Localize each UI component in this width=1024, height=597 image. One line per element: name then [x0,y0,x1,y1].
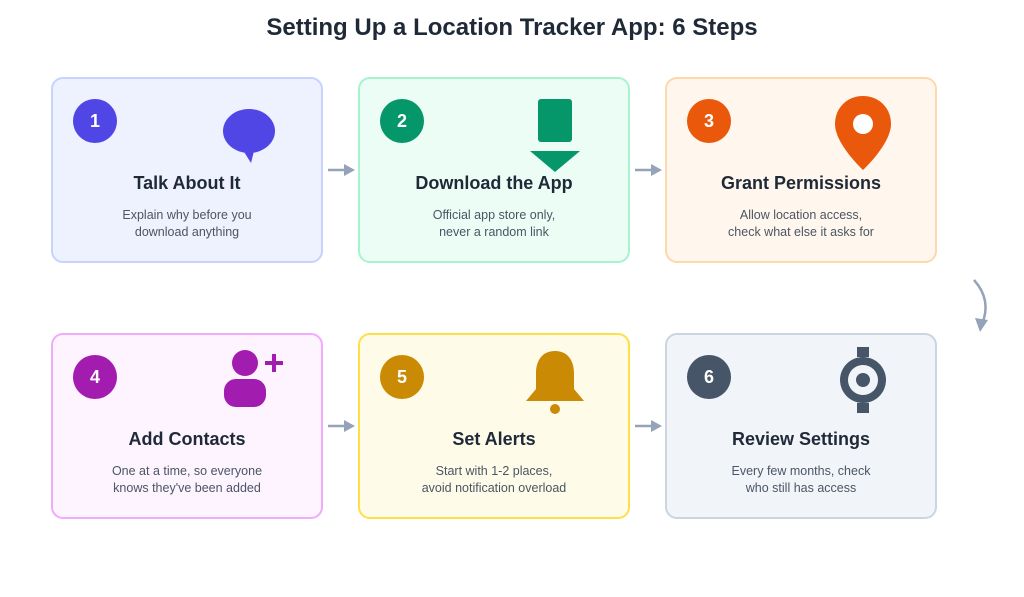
step-title: Add Contacts [128,429,246,449]
location-pin-icon [835,96,891,170]
step-title: Review Settings [731,429,871,449]
step-title: Set Alerts [452,429,536,449]
bell-icon [526,351,584,414]
speech-bubble-icon [223,109,275,163]
arrow-right-icon [328,164,355,176]
step-card-5: 5 Set Alerts Start with 1-2 places,avoid… [358,333,630,519]
step-number-badge: 2 [380,99,424,143]
step-number-badge: 6 [687,355,731,399]
step-title: Talk About It [133,173,241,193]
arrow-right-icon [328,420,355,432]
step-number-badge: 5 [380,355,424,399]
step-title: Download the App [415,173,573,193]
step-number-badge: 3 [687,99,731,143]
arrow-right-icon [635,164,662,176]
step-card-4: 4 Add Contacts One at a time, so everyon… [51,333,323,519]
step-card-6: 6 Review Settings Every few months, chec… [665,333,937,519]
step-description: Official app store only,never a random l… [432,208,556,239]
step-number-badge: 4 [73,355,117,399]
curved-arrow-down-icon [973,279,988,332]
diagram-title: Setting Up a Location Tracker App: 6 Ste… [266,14,758,41]
add-person-icon [224,350,283,407]
step-number-badge: 1 [73,99,117,143]
download-arrow-icon [530,99,580,172]
settings-gear-icon [840,347,886,413]
step-card-2: 2 Download the App Official app store on… [358,77,630,263]
step-description: Start with 1-2 places,avoid notification… [421,464,567,495]
step-description: Allow location access,check what else it… [728,208,874,239]
step-card-3: 3 Grant Permissions Allow location acces… [665,77,937,263]
arrow-right-icon [635,420,662,432]
step-title: Grant Permissions [720,173,882,193]
